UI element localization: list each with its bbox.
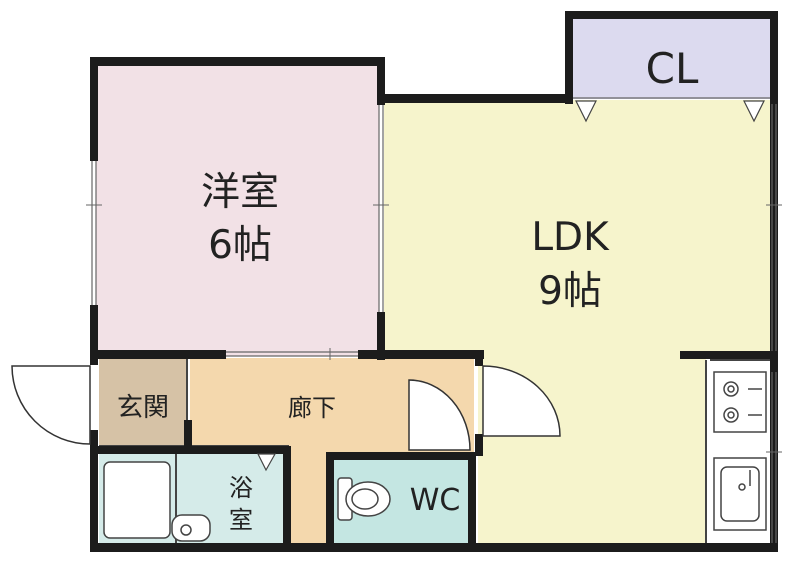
hallway-name: 廊下: [288, 394, 336, 422]
windows: [91, 97, 777, 543]
bathroom-name-1: 浴: [229, 474, 253, 502]
western-room-size: 6帖: [208, 223, 272, 268]
entrance-door: [11, 365, 91, 445]
bathtub-icon: [103, 461, 171, 539]
entrance-area: [99, 358, 186, 446]
ldk-door: [482, 365, 561, 437]
western-room-area: [96, 63, 379, 356]
walls: [90, 11, 778, 552]
ldk-name: LDK: [531, 215, 610, 260]
ldk-area: [384, 100, 772, 545]
stove-icon: [713, 371, 767, 433]
washbasin-icon: [171, 514, 211, 542]
toilet-icon: [337, 477, 391, 521]
hallway-area: [190, 358, 474, 545]
entrance-name: 玄関: [117, 393, 169, 423]
window-ticks: [86, 204, 782, 453]
kitchen-sink-icon: [713, 457, 767, 531]
toilet-name: WC: [410, 483, 461, 518]
western-room-name: 洋室: [201, 170, 279, 215]
wc-door: [408, 379, 471, 451]
closet-door-marks: [257, 100, 765, 472]
bathroom-name-2: 室: [229, 506, 253, 534]
closet-name: CL: [646, 44, 699, 93]
ldk-size: 9帖: [538, 269, 602, 314]
closet-area: [571, 16, 773, 99]
